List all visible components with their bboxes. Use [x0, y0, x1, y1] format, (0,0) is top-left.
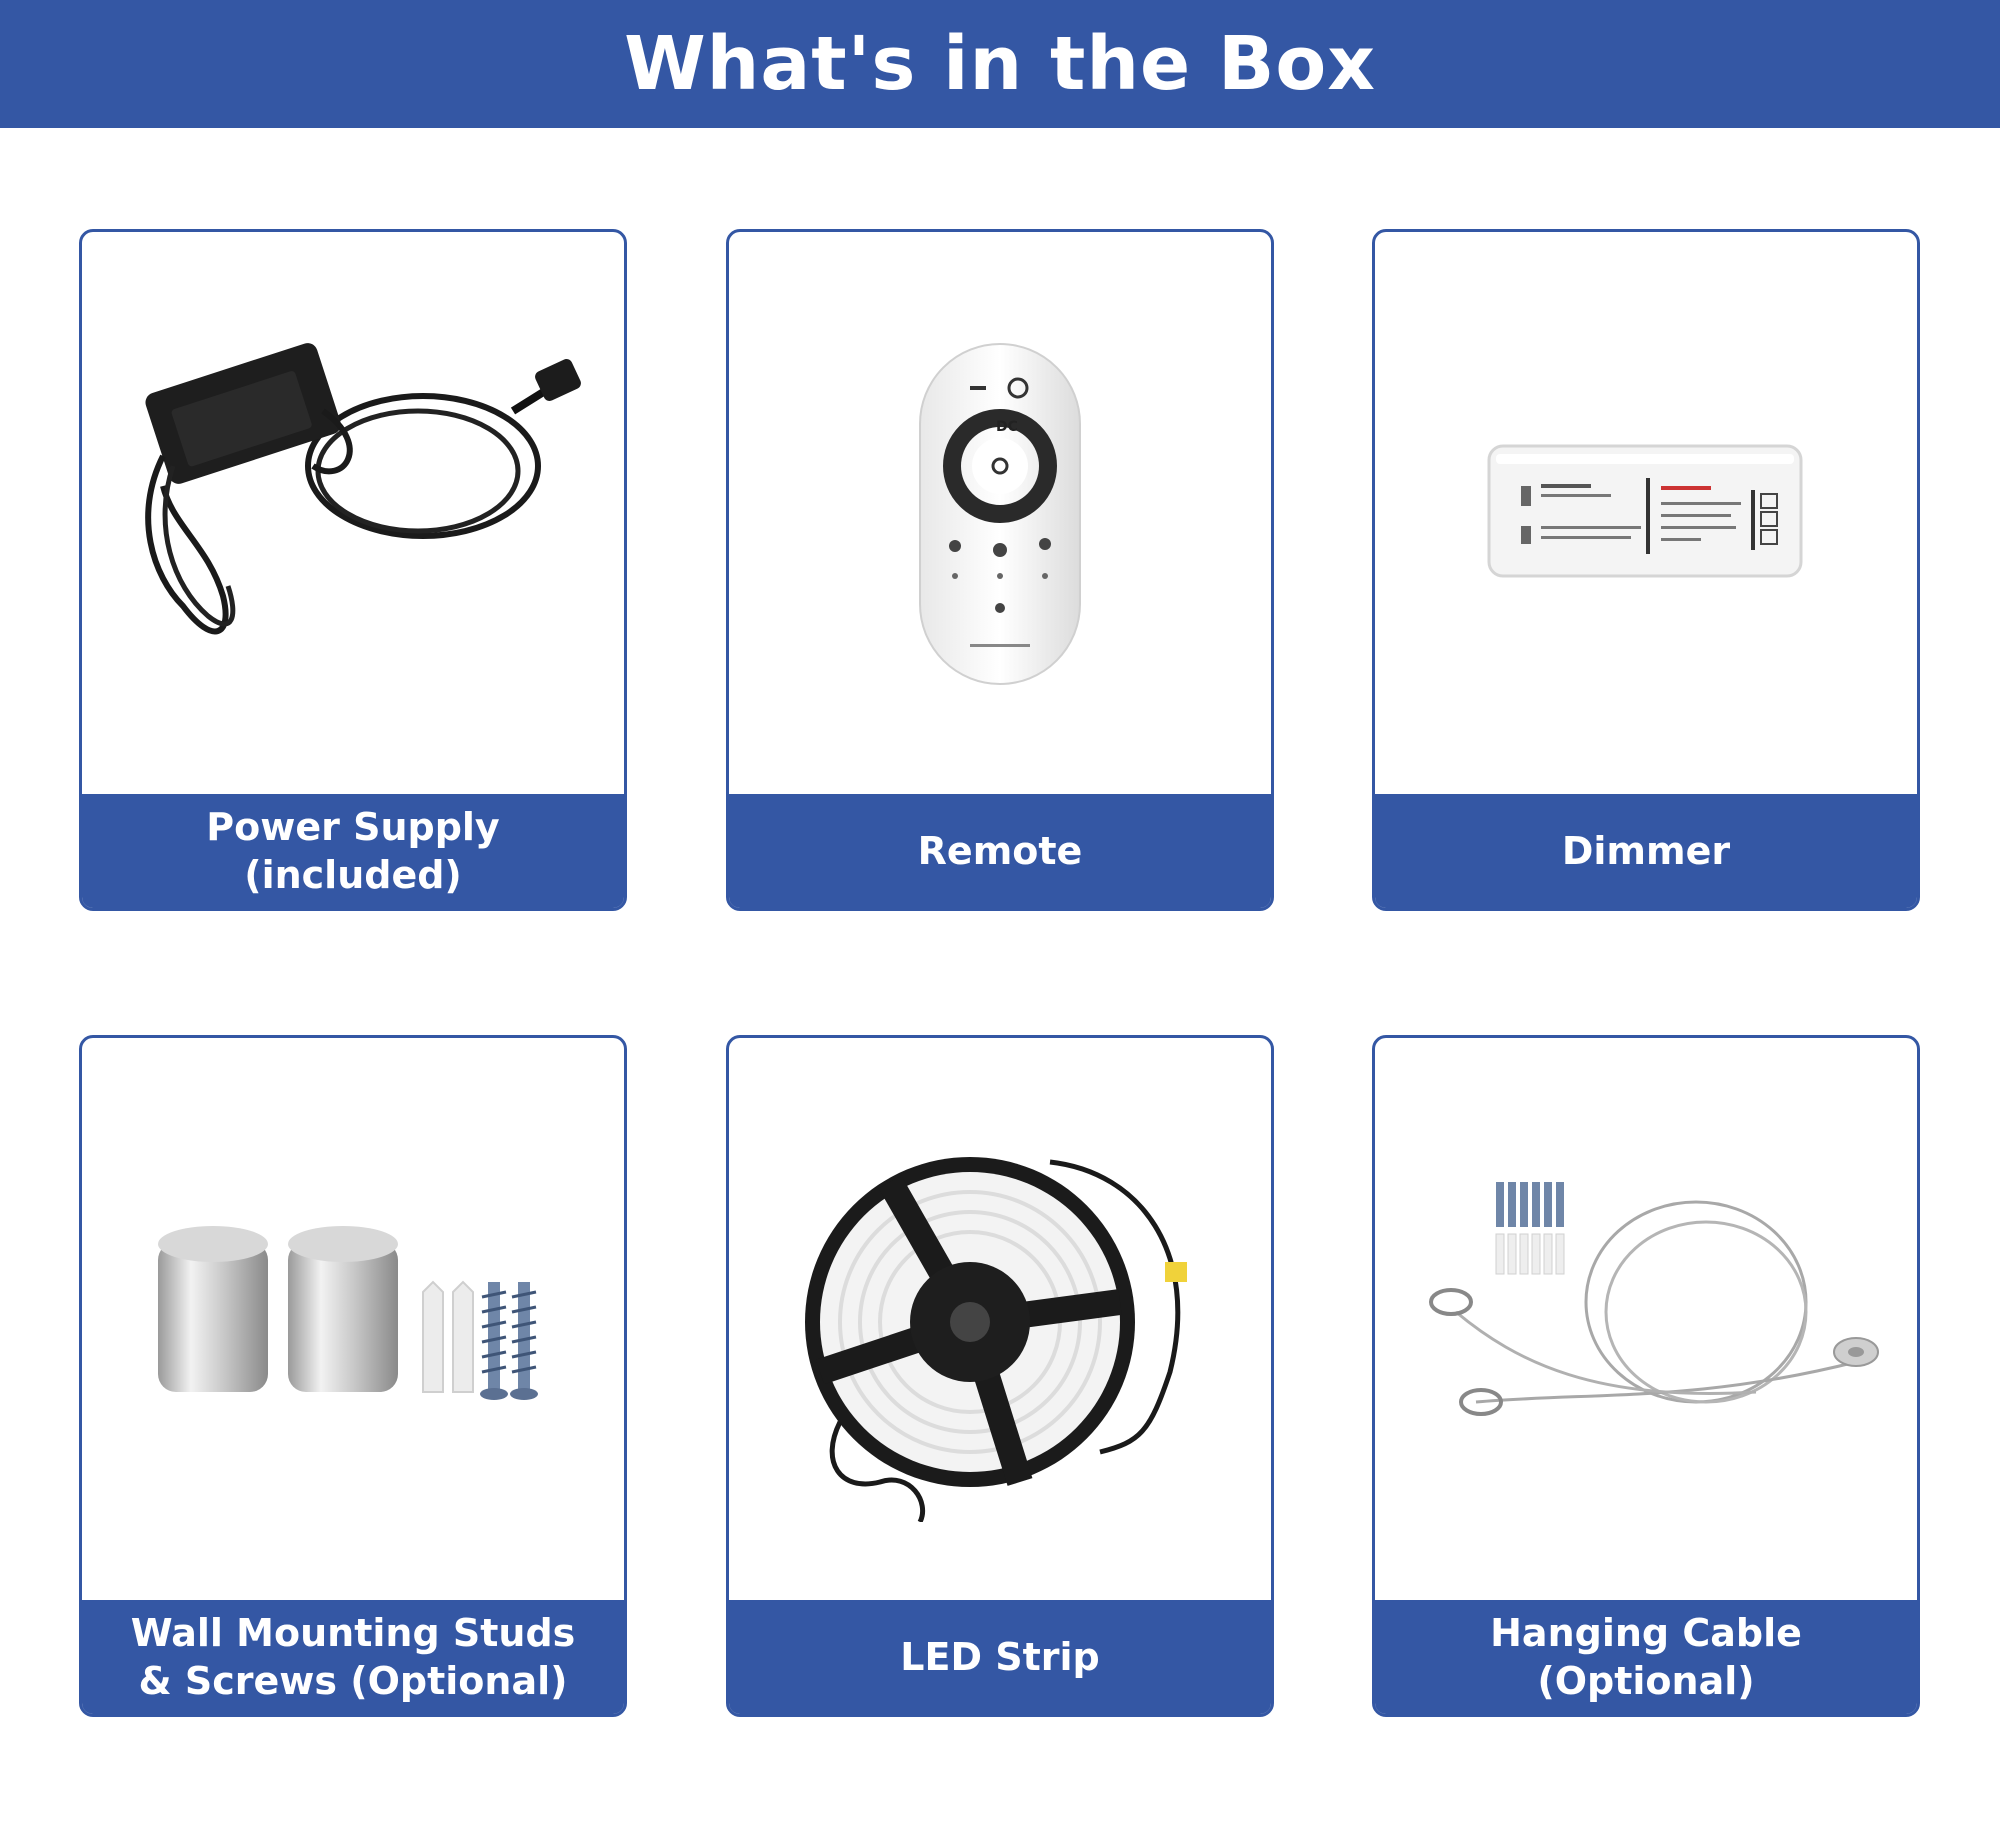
remote-image: DC [729, 232, 1271, 800]
card-wall-studs: Wall Mounting Studs & Screws (Optional) [79, 1035, 627, 1717]
page-title: What's in the Box [624, 21, 1376, 107]
card-led-strip: LED Strip [726, 1035, 1274, 1717]
card-power-supply: Power Supply (included) [79, 229, 627, 911]
hanging-cable-image [1375, 1038, 1917, 1606]
remote-icon: DC [919, 343, 1081, 685]
card-label: Dimmer [1375, 794, 1917, 908]
svg-text:DC: DC [996, 419, 1018, 435]
wall-studs-image [82, 1038, 624, 1606]
dimmer-icon [1487, 444, 1803, 578]
card-label: Power Supply (included) [82, 794, 624, 908]
card-label: Wall Mounting Studs & Screws (Optional) [82, 1600, 624, 1714]
card-hanging-cable: Hanging Cable (Optional) [1372, 1035, 1920, 1717]
card-dimmer: Dimmer [1372, 229, 1920, 911]
hanging-cable-icon [1429, 1182, 1879, 1416]
power-supply-image [82, 232, 624, 800]
wall-studs-icon [158, 1226, 538, 1400]
card-label-line2: & Screws (Optional) [138, 1659, 568, 1703]
card-label-line1: Wall Mounting Studs [130, 1611, 576, 1655]
led-strip-image [729, 1038, 1271, 1606]
card-label: Remote [729, 794, 1271, 908]
power-supply-icon [145, 343, 581, 635]
card-label: LED Strip [729, 1600, 1271, 1714]
card-remote: DC Remote [726, 229, 1274, 911]
dimmer-image [1375, 232, 1917, 800]
page-header: What's in the Box [0, 0, 2000, 128]
led-strip-icon [805, 1157, 1187, 1522]
card-label: Hanging Cable (Optional) [1375, 1600, 1917, 1714]
